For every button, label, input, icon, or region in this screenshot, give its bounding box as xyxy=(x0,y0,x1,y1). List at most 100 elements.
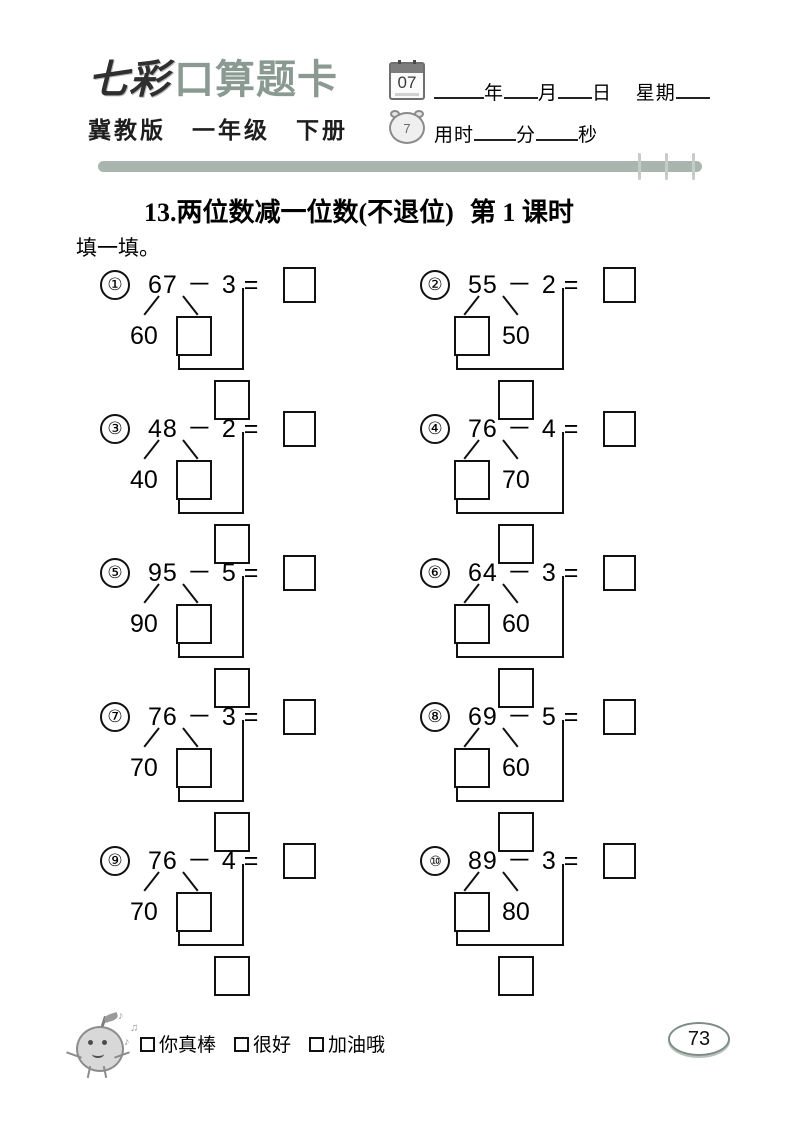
equals-sign: = xyxy=(563,847,580,875)
equation: 69－5= xyxy=(468,702,586,732)
part-box[interactable] xyxy=(454,460,490,500)
problem-index: ⑨ xyxy=(100,846,130,876)
brand-edition: 冀教版 一年级 下册 xyxy=(88,118,348,143)
part-box[interactable] xyxy=(176,460,212,500)
bracket-base xyxy=(178,368,242,370)
tree-leg-right xyxy=(182,295,199,316)
operator: － xyxy=(186,847,213,875)
equation: 67－3= xyxy=(148,270,266,300)
calendar-day-number: 07 xyxy=(397,73,417,92)
rating-label: 加油哦 xyxy=(328,1035,386,1056)
bracket-base xyxy=(456,656,562,658)
month-blank[interactable] xyxy=(504,83,539,99)
mascot-icon: ♪ ♫ ♪ xyxy=(62,1008,142,1080)
decomposition-tree: 50 xyxy=(420,262,750,420)
tree-leg-right xyxy=(182,727,199,748)
minutes-blank[interactable] xyxy=(474,125,517,141)
problem-index: ⑤ xyxy=(100,558,130,588)
answer-box[interactable] xyxy=(603,843,636,879)
day-label: 日 xyxy=(592,83,613,104)
seconds-blank[interactable] xyxy=(536,125,579,141)
mascot-mouth xyxy=(92,1050,104,1058)
result-box[interactable] xyxy=(214,956,250,996)
lesson-session-text: 第 1 课时 xyxy=(469,198,574,227)
calendar-ring-right xyxy=(413,60,416,67)
tree-leg-left xyxy=(143,295,160,316)
rating-option-3[interactable]: 加油哦 xyxy=(309,1035,385,1056)
month-label: 月 xyxy=(538,83,559,104)
result-box[interactable] xyxy=(214,380,250,420)
part-box[interactable] xyxy=(454,316,490,356)
part-box[interactable] xyxy=(454,748,490,788)
problem-index: ⑥ xyxy=(420,558,450,588)
equals-sign: = xyxy=(243,559,260,587)
decomposition-tree: 40 xyxy=(100,406,430,564)
answer-box[interactable] xyxy=(603,699,636,735)
answer-box[interactable] xyxy=(283,843,316,879)
part-box[interactable] xyxy=(454,892,490,932)
subtrahend: 5 xyxy=(221,559,237,587)
answer-box[interactable] xyxy=(603,555,636,591)
bracket-left-stem xyxy=(456,354,458,368)
part-box[interactable] xyxy=(176,748,212,788)
day-blank[interactable] xyxy=(558,83,593,99)
bracket-right-stem xyxy=(562,288,564,370)
minuend: 76 xyxy=(148,703,178,731)
rating-option-2[interactable]: 很好 xyxy=(234,1035,291,1056)
operator: － xyxy=(506,559,533,587)
subtrahend: 5 xyxy=(541,703,557,731)
result-box[interactable] xyxy=(214,524,250,564)
divider-tick xyxy=(665,153,668,180)
part-box[interactable] xyxy=(176,604,212,644)
operator: － xyxy=(506,271,533,299)
brand-script-text: 七彩 xyxy=(88,56,170,103)
answer-box[interactable] xyxy=(283,411,316,447)
mascot-eye-right xyxy=(102,1040,107,1045)
part-label: 90 xyxy=(130,610,158,638)
result-box[interactable] xyxy=(498,380,534,420)
minuend: 89 xyxy=(468,847,498,875)
subtrahend: 3 xyxy=(541,847,557,875)
operator: － xyxy=(506,703,533,731)
equals-sign: = xyxy=(243,415,260,443)
checkbox-icon[interactable] xyxy=(234,1037,250,1052)
checkbox-icon[interactable] xyxy=(140,1037,155,1052)
divider-tick xyxy=(638,153,641,180)
bracket-right-stem xyxy=(242,576,244,658)
minuend: 67 xyxy=(148,271,178,299)
result-box[interactable] xyxy=(498,668,534,708)
answer-box[interactable] xyxy=(283,267,316,303)
equation: 76－4= xyxy=(148,846,266,876)
operator: － xyxy=(186,271,213,299)
checkbox-icon[interactable] xyxy=(309,1037,325,1052)
answer-box[interactable] xyxy=(283,699,316,735)
part-label: 60 xyxy=(502,610,530,638)
part-box[interactable] xyxy=(454,604,490,644)
rating-option-1[interactable]: 你真棒 xyxy=(140,1035,216,1056)
part-box[interactable] xyxy=(176,892,212,932)
operator: － xyxy=(186,559,213,587)
subtrahend: 3 xyxy=(541,559,557,587)
result-box[interactable] xyxy=(498,812,534,852)
answer-box[interactable] xyxy=(283,555,316,591)
year-blank[interactable] xyxy=(434,83,484,99)
result-box[interactable] xyxy=(498,956,534,996)
answer-box[interactable] xyxy=(603,411,636,447)
result-box[interactable] xyxy=(214,812,250,852)
minuend: 64 xyxy=(468,559,498,587)
result-box[interactable] xyxy=(498,524,534,564)
weekday-blank[interactable] xyxy=(675,83,710,99)
music-note-icon: ♪ xyxy=(118,1010,124,1022)
lesson-title-text: 13.两位数减一位数(不退位) xyxy=(144,198,454,227)
minuend: 76 xyxy=(148,847,178,875)
tree-leg-left xyxy=(463,583,480,604)
answer-box[interactable] xyxy=(603,267,636,303)
part-box[interactable] xyxy=(176,316,212,356)
result-box[interactable] xyxy=(214,668,250,708)
tree-leg-right xyxy=(182,871,199,892)
